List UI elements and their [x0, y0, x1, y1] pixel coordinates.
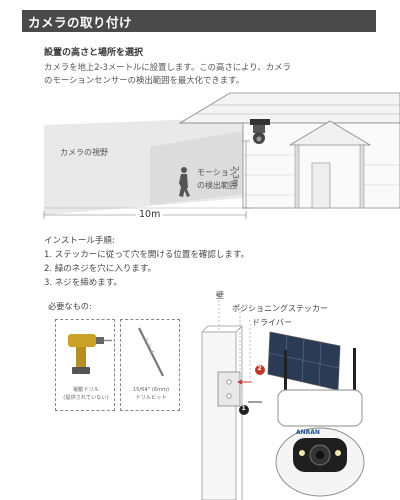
drill-card: 電動ドリル (提供されていない) — [55, 319, 115, 411]
mounting-bracket — [217, 371, 241, 407]
motion-range-label-2: の検出範囲 — [197, 181, 237, 190]
installation-illustration: 壁 ポジショニングステッカー ドライバー ANRAN 1 2 — [190, 290, 400, 500]
marker-1-circle — [239, 405, 249, 415]
drill-caption-2: (提供されていない) — [63, 395, 109, 401]
brand-logo: ANRAN — [296, 429, 320, 436]
drill-bit-icon — [138, 327, 164, 377]
person-icon — [179, 167, 190, 197]
installation-height-diagram: カメラの視野 モーション の検出範囲 2-3m 10m — [0, 85, 400, 230]
solar-panel — [267, 331, 341, 391]
motion-range-label-1: モーション — [197, 168, 237, 177]
wall-label: 壁 — [216, 291, 224, 300]
bit-caption-2: ドリルビット — [135, 395, 167, 401]
description-line-1: カメラを地上2-3メートルに設置します。この高さにより、カメラ — [44, 62, 291, 72]
camera-body — [275, 389, 365, 497]
description-line-2: のモーションセンサーの検出範囲を最大化できます。 — [44, 75, 244, 85]
motion-detection-area — [150, 129, 255, 205]
drill-caption-1: 電動ドリル — [73, 387, 99, 393]
height-label: 2-3m — [231, 166, 240, 187]
step-item: 3. ネジを締めます。 — [44, 278, 122, 288]
step-item: 2. 緑のネジを穴に入ります。 — [44, 264, 156, 274]
marker-2: 2 — [257, 365, 262, 372]
house-door — [311, 162, 331, 209]
marker-2-circle — [255, 365, 265, 375]
house-roof — [178, 92, 400, 124]
antenna-right — [353, 348, 356, 396]
step-item: 1. ステッカーに従って穴を開ける位置を確認します。 — [44, 250, 250, 260]
section-title: カメラの取り付け — [28, 15, 133, 30]
field-of-view-label: カメラの視野 — [60, 148, 108, 157]
antenna-left — [284, 350, 287, 398]
mounted-camera-icon — [250, 119, 270, 144]
marker-1: 1 — [241, 405, 246, 412]
wall-panel — [201, 331, 237, 500]
camera-mount-illustration — [201, 296, 365, 500]
steps-title: インストール手順: — [44, 236, 115, 246]
house-illustration — [43, 92, 400, 219]
subsection-title: 設置の高さと場所を選択 — [44, 48, 144, 58]
section-header: カメラの取り付け — [22, 10, 376, 32]
drill-bit-card: 15/64" (6mm) ドリルビット — [120, 319, 180, 411]
required-tools-label: 必要なもの: — [48, 301, 92, 311]
distance-label: 10m — [136, 209, 164, 220]
positioning-sticker-label: ポジショニングステッカー — [232, 304, 328, 313]
power-drill-icon — [68, 334, 112, 374]
bit-caption-1: 15/64" (6mm) — [132, 387, 170, 393]
screwdriver-label: ドライバー — [252, 318, 292, 327]
